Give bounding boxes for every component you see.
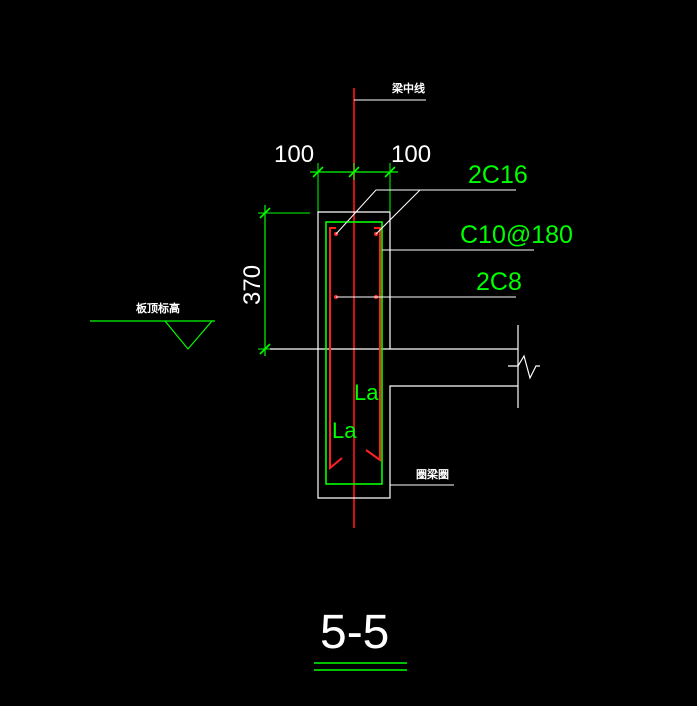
dim-height-tick-bottom (259, 343, 271, 355)
dim-left-width: 100 (274, 141, 314, 168)
section-title: 5-5 (320, 606, 389, 659)
dim-height: 370 (239, 265, 266, 305)
slab-level-label: 板顶标高 (136, 301, 180, 315)
dim-tick-mid (348, 166, 360, 178)
beam-outline (317, 211, 518, 499)
middle-bars-label: 2C8 (476, 268, 522, 296)
top-bars-leader (335, 189, 516, 235)
axis-label: 梁中线 (391, 81, 425, 95)
anchor-label-1: La (354, 380, 379, 405)
break-zigzag (508, 354, 540, 380)
rebar-right (365, 227, 381, 462)
dim-tick-right (384, 166, 396, 178)
rebar-left (329, 227, 343, 471)
top-bars-leader-2 (375, 189, 421, 235)
top-bars-label: 2C16 (468, 161, 528, 189)
ring-beam-label: 圈梁圈 (416, 467, 449, 481)
dim-tick-left (312, 166, 324, 178)
dim-height-tick-top (259, 207, 271, 219)
dim-right-width: 100 (391, 141, 431, 168)
stirrup (325, 221, 383, 485)
anchor-label-2: La (332, 418, 357, 443)
slab-level-triangle (164, 320, 213, 350)
stirrups-label: C10@180 (460, 221, 573, 249)
